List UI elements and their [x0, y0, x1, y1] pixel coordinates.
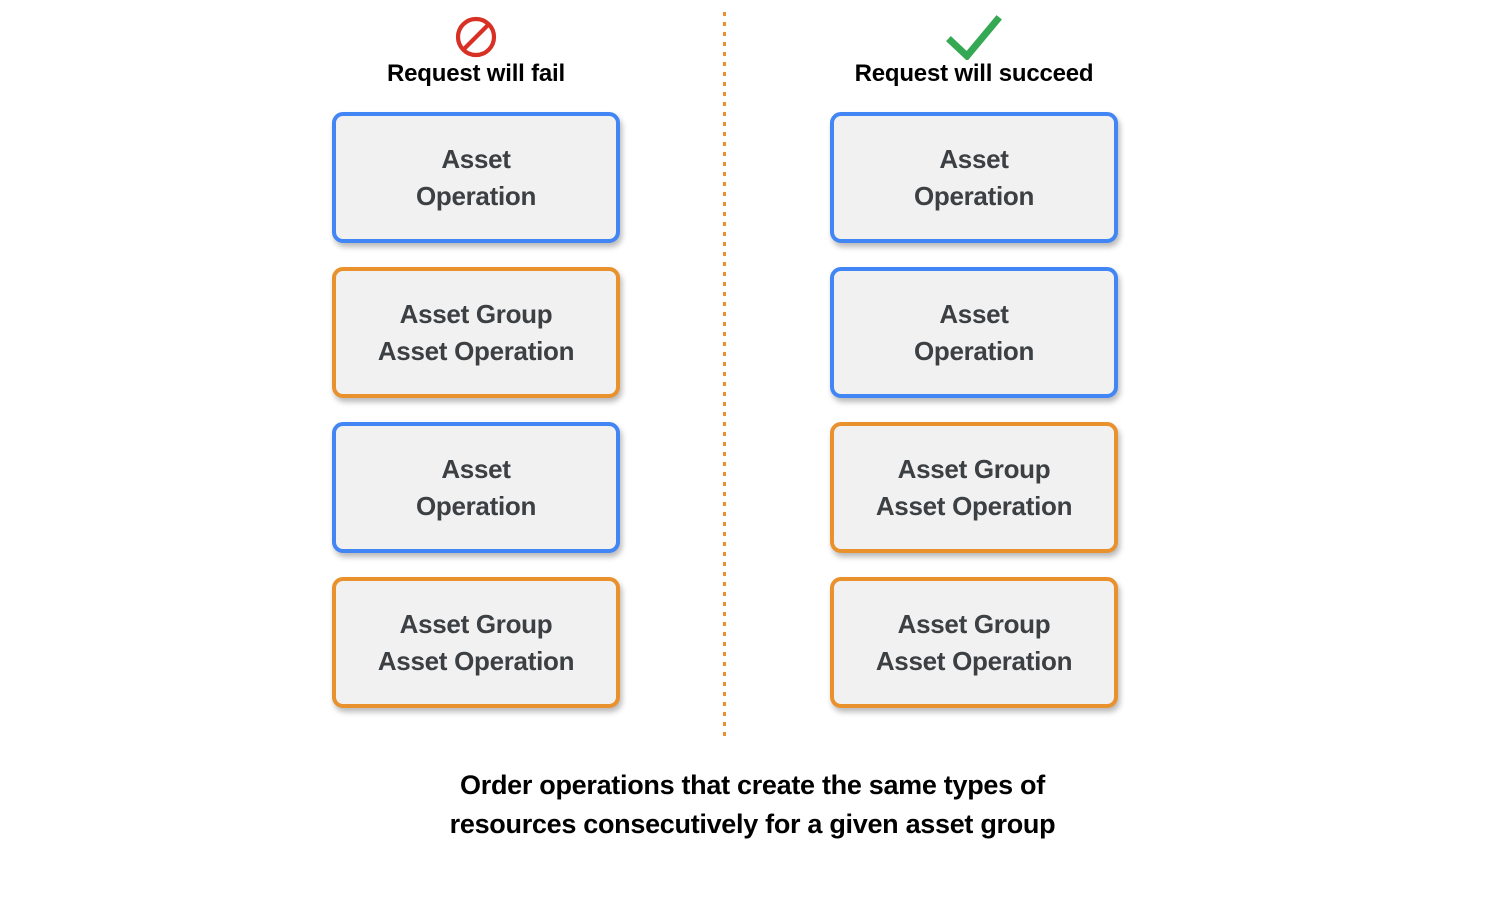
op-box-label: Asset Group Asset Operation	[377, 298, 575, 366]
op-box-label: Asset Operation	[913, 143, 1035, 211]
column-fail: Request will fail Asset Operation Asset …	[311, 14, 641, 708]
column-title-succeed: Request will succeed	[854, 60, 1094, 87]
op-box-label: Asset Group Asset Operation	[377, 608, 575, 676]
op-box-fail-1[interactable]: Asset Operation	[332, 112, 620, 243]
op-box-succeed-4[interactable]: Asset Group Asset Operation	[830, 577, 1118, 708]
column-header-succeed: Request will succeed	[809, 14, 1139, 98]
op-box-succeed-1[interactable]: Asset Operation	[830, 112, 1118, 243]
column-succeed: Request will succeed Asset Operation Ass…	[809, 14, 1139, 708]
column-title-fail: Request will fail	[387, 60, 565, 87]
op-box-succeed-3[interactable]: Asset Group Asset Operation	[830, 422, 1118, 553]
op-box-label: Asset Operation	[415, 143, 537, 211]
op-box-label: Asset Operation	[415, 453, 537, 521]
op-box-label: Asset Group Asset Operation	[875, 608, 1073, 676]
checkmark-icon	[943, 14, 1005, 60]
op-box-label: Asset Group Asset Operation	[875, 453, 1073, 521]
op-box-fail-4[interactable]: Asset Group Asset Operation	[332, 577, 620, 708]
op-box-label: Asset Operation	[913, 298, 1035, 366]
box-stack-fail: Asset Operation Asset Group Asset Operat…	[311, 112, 641, 708]
box-stack-succeed: Asset Operation Asset Operation Asset Gr…	[809, 112, 1139, 708]
diagram-caption: Order operations that create the same ty…	[449, 770, 1056, 839]
column-header-fail: Request will fail	[311, 14, 641, 98]
op-box-fail-3[interactable]: Asset Operation	[332, 422, 620, 553]
prohibition-icon	[453, 14, 499, 60]
op-box-succeed-2[interactable]: Asset Operation	[830, 267, 1118, 398]
column-divider	[723, 12, 726, 736]
op-box-fail-2[interactable]: Asset Group Asset Operation	[332, 267, 620, 398]
